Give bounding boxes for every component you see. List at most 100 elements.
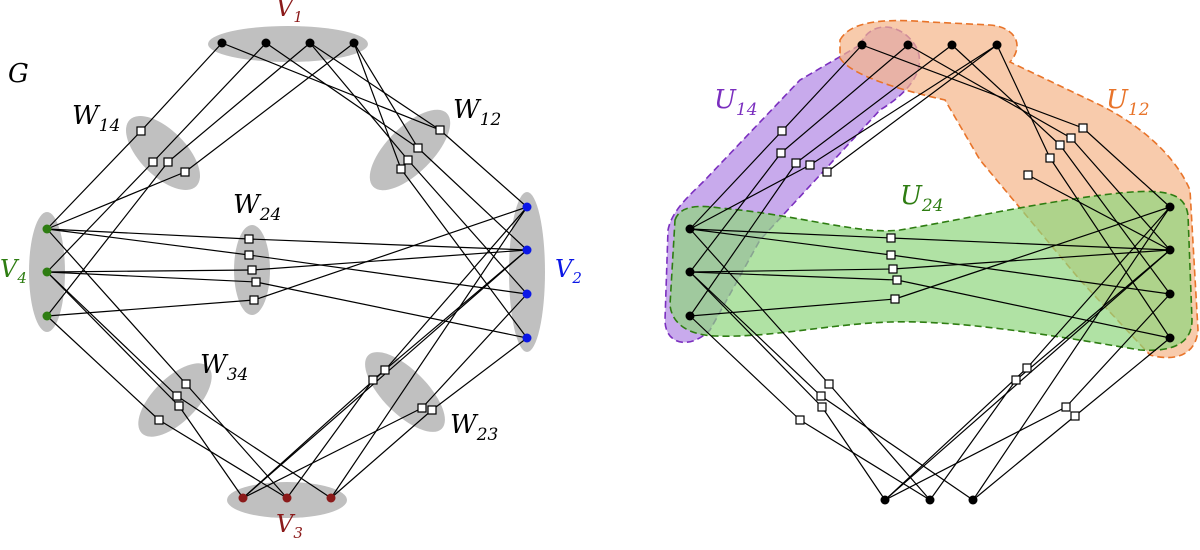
left-edge xyxy=(417,147,528,251)
right-square-node xyxy=(1061,402,1071,412)
left-square-node xyxy=(403,155,413,165)
right-edge xyxy=(1026,206,1171,369)
left-square-node xyxy=(368,375,378,385)
left-square-node xyxy=(251,277,261,287)
right-edge xyxy=(1027,174,1171,251)
right-square-node xyxy=(1023,170,1033,180)
left-square-node xyxy=(174,401,184,411)
right-square-node xyxy=(824,379,834,389)
right-vertex xyxy=(968,495,978,505)
right-edge xyxy=(929,379,1017,501)
left-vertex xyxy=(522,289,532,299)
right-square-node xyxy=(777,126,787,136)
right-edge xyxy=(1059,144,1171,295)
left-edge xyxy=(46,271,178,397)
right-vertex xyxy=(1165,245,1175,255)
right-edge xyxy=(896,279,1171,339)
left-edges xyxy=(46,42,528,499)
right-square-node xyxy=(892,275,902,285)
left-square-node xyxy=(380,365,390,375)
label-v2: V2 xyxy=(555,255,582,287)
right-square-node xyxy=(1045,153,1055,163)
left-edge xyxy=(185,383,288,499)
left-square-node xyxy=(244,250,254,260)
right-vertex xyxy=(685,311,695,321)
label-w24: W24 xyxy=(233,190,281,225)
left-square-node xyxy=(154,415,164,425)
right-edge xyxy=(809,44,998,166)
left-square-node xyxy=(136,126,146,136)
right-vertex-dots xyxy=(685,40,1175,505)
left-edge xyxy=(46,271,180,407)
right-square-node xyxy=(1070,411,1080,421)
right-edge xyxy=(689,130,783,230)
left-edge xyxy=(251,249,528,271)
left-vertex xyxy=(217,38,227,48)
left-edge xyxy=(46,269,253,273)
right-vertex xyxy=(880,495,890,505)
left-edge xyxy=(46,161,154,273)
left-edge xyxy=(309,42,409,161)
label-v1: V1 xyxy=(276,0,303,26)
right-vertex xyxy=(685,267,695,277)
left-edge xyxy=(353,42,419,149)
left-edge xyxy=(46,315,160,421)
left-edge xyxy=(46,171,186,230)
right-edge xyxy=(689,271,823,408)
right-square-node xyxy=(1066,133,1076,143)
right-graph: U14 U12 U24 xyxy=(664,19,1199,505)
right-vertex xyxy=(857,40,867,50)
left-edge xyxy=(286,379,374,499)
right-square-node xyxy=(886,233,896,243)
left-edge xyxy=(221,42,441,131)
right-edge xyxy=(689,228,892,256)
label-u14: U14 xyxy=(714,85,758,120)
right-square-node xyxy=(776,148,786,158)
left-edge xyxy=(184,42,355,173)
left-edge xyxy=(439,129,528,208)
right-edge xyxy=(894,206,1171,300)
graph-label-g: G xyxy=(8,59,29,89)
right-vertex xyxy=(925,495,935,505)
left-vertex xyxy=(261,38,271,48)
right-edge xyxy=(820,395,974,501)
left-edge xyxy=(158,419,288,499)
right-edge xyxy=(795,44,953,164)
right-vertex xyxy=(903,40,913,50)
left-square-node xyxy=(163,157,173,167)
right-edge xyxy=(689,271,822,397)
left-edge xyxy=(248,254,528,295)
left-square-node xyxy=(148,157,158,167)
right-square-node xyxy=(817,402,827,412)
left-square-node xyxy=(249,295,259,305)
left-edge xyxy=(140,42,223,132)
right-edge xyxy=(884,249,1171,501)
left-square-node xyxy=(417,403,427,413)
left-edge xyxy=(353,42,402,170)
right-edge xyxy=(826,44,998,173)
left-vertex xyxy=(349,38,359,48)
right-edge xyxy=(996,44,1051,159)
right-square-node xyxy=(1022,363,1032,373)
left-edge xyxy=(400,168,528,339)
right-square-node xyxy=(816,391,826,401)
right-square-node xyxy=(1078,123,1088,133)
cluster-w12 xyxy=(369,109,451,191)
left-edge xyxy=(46,228,187,385)
right-square-node xyxy=(795,415,805,425)
left-vertex xyxy=(42,224,52,234)
left-edge xyxy=(46,161,169,317)
left-edge xyxy=(167,42,311,163)
right-edge xyxy=(689,268,894,273)
right-edge xyxy=(828,383,931,501)
left-edge xyxy=(330,409,433,499)
left-vertex xyxy=(522,202,532,212)
left-square-nodes xyxy=(136,125,445,425)
right-edge xyxy=(890,237,1171,251)
right-edge xyxy=(972,206,1171,501)
right-edge xyxy=(689,271,898,281)
left-square-node xyxy=(172,391,182,401)
left-vertex xyxy=(282,493,292,503)
right-square-node xyxy=(805,160,815,170)
